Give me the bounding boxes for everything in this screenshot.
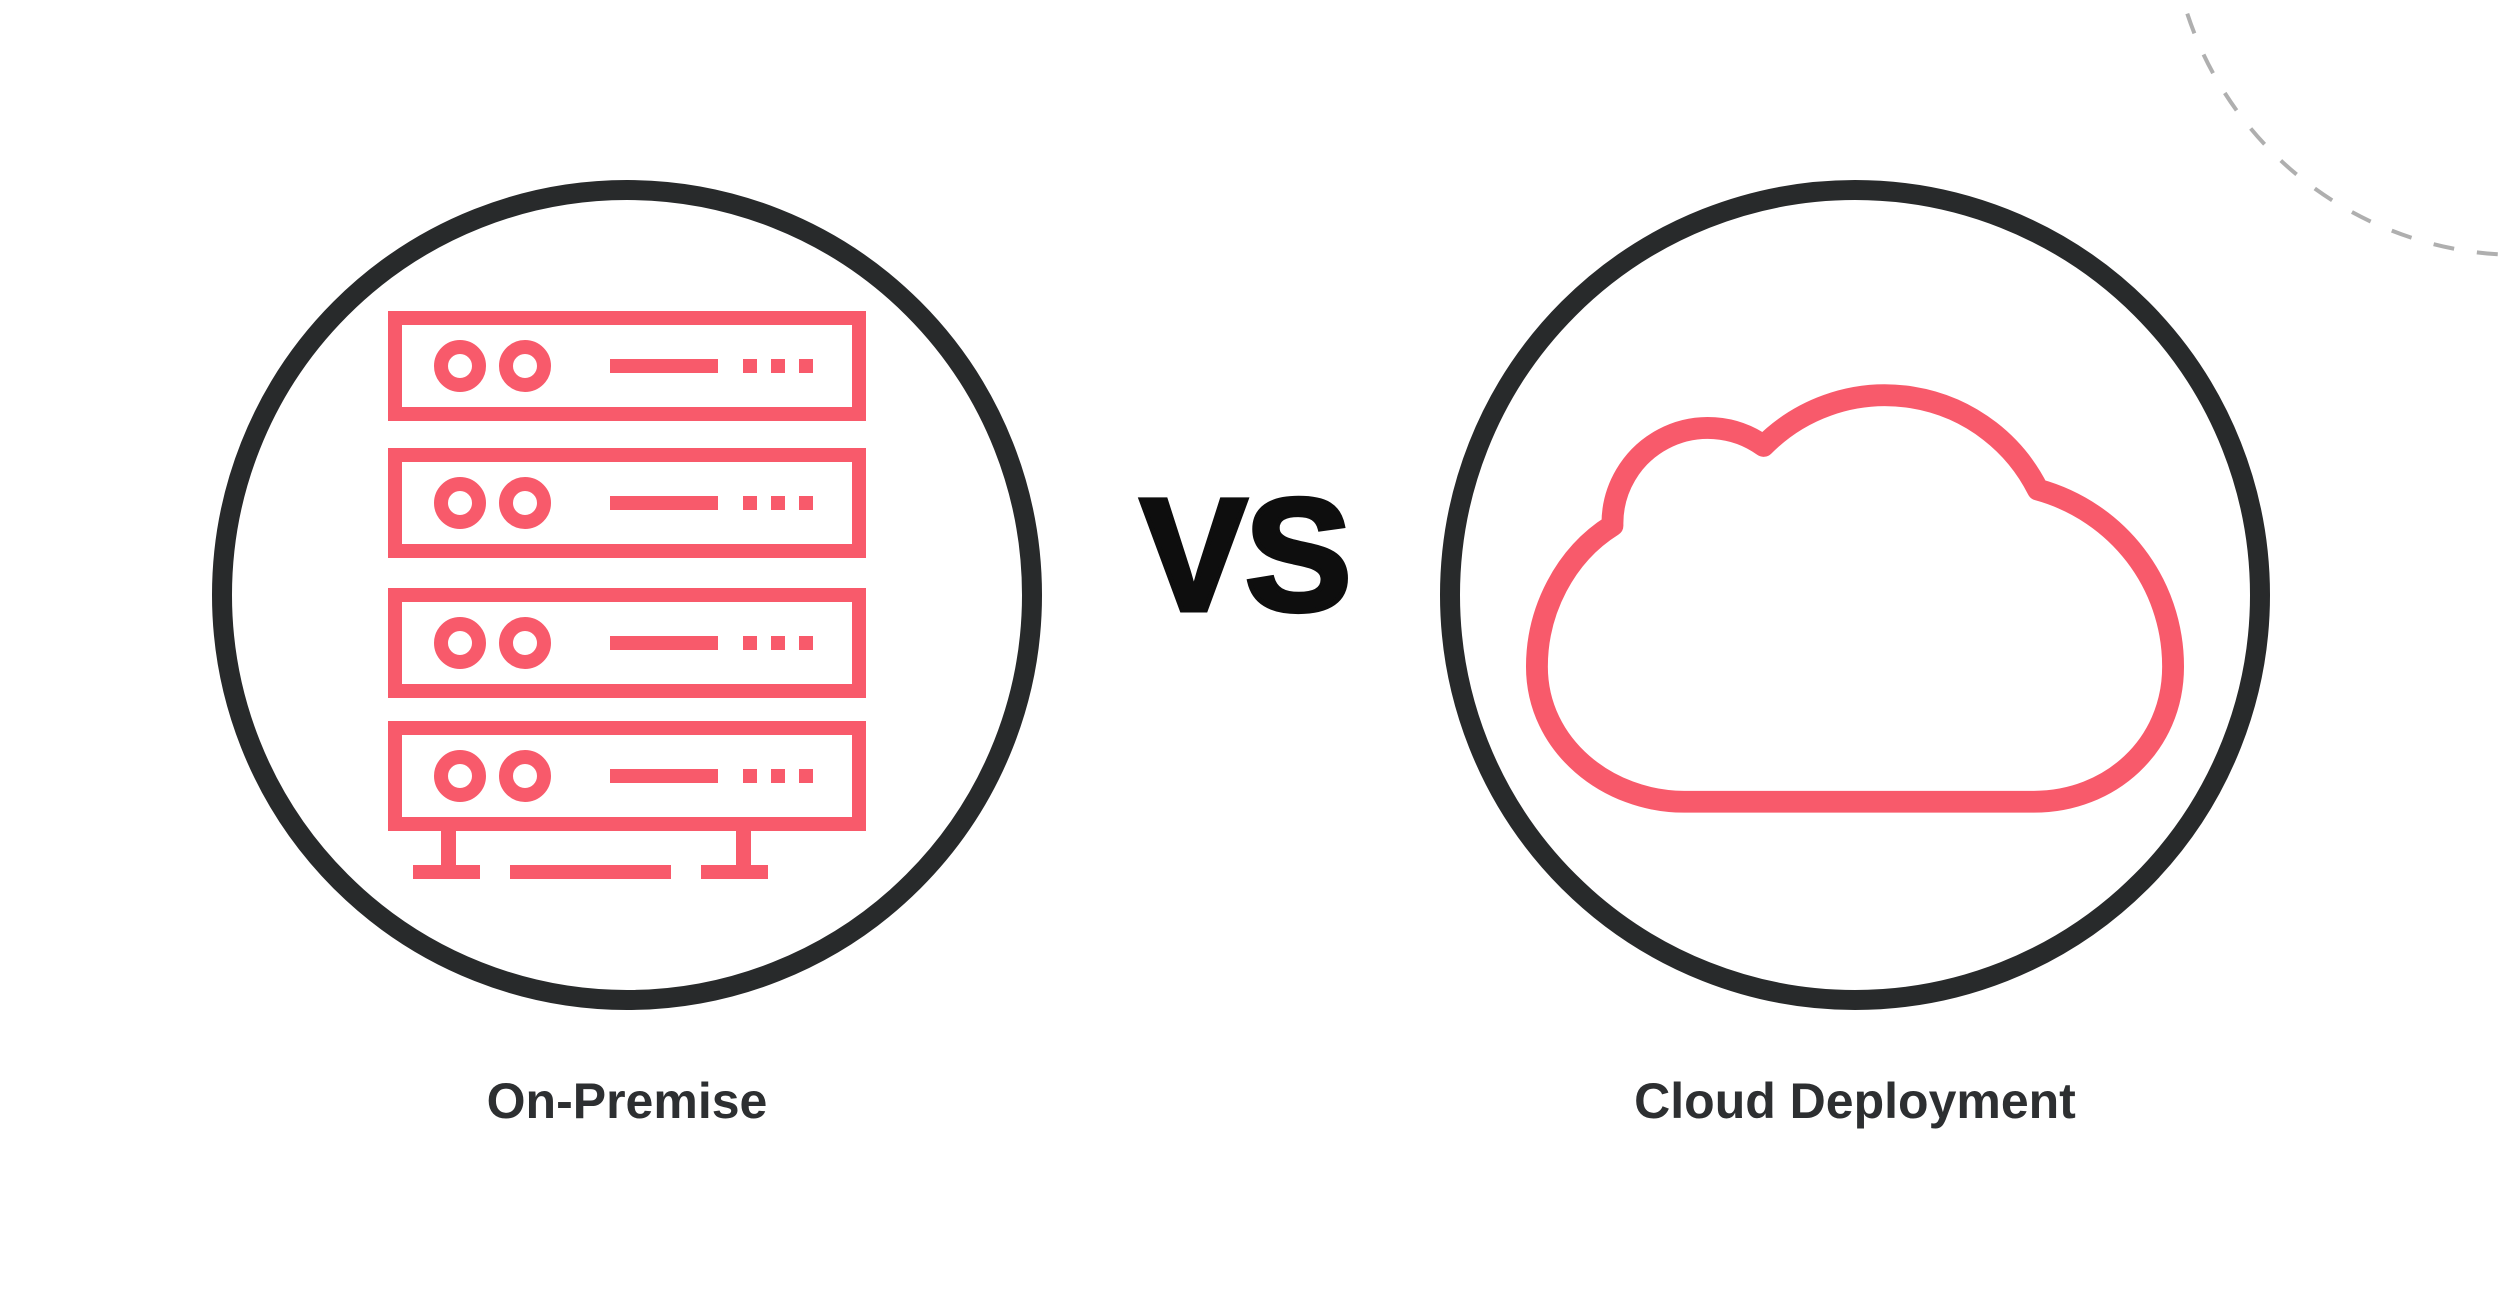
server-rack-icon	[388, 311, 866, 879]
cloud-deployment-label: Cloud Deployment	[1634, 1073, 2076, 1129]
dashed-circle-decoration	[2181, 0, 2501, 257]
cloud-icon	[1525, 384, 2185, 813]
vs-label: VS	[1138, 463, 1354, 647]
on-premise-label: On-Premise	[486, 1073, 768, 1129]
cloud-circle	[1440, 180, 2270, 1010]
on-premise-circle	[212, 180, 1042, 1010]
